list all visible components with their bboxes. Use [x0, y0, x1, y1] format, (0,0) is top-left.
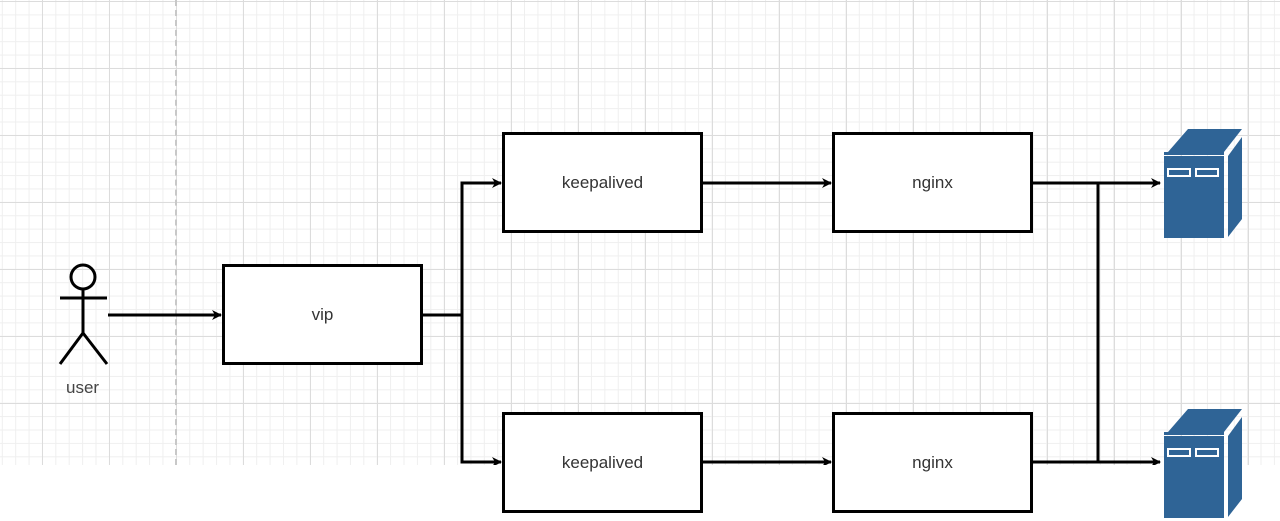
connectors — [108, 178, 1161, 465]
node-keepalived-2[interactable]: keepalived — [502, 412, 703, 513]
server-icon[interactable] — [1162, 125, 1244, 241]
node-label: vip — [311, 304, 334, 324]
node-nginx-1[interactable]: nginx — [832, 132, 1033, 233]
node-label: nginx — [912, 452, 953, 472]
node-label: keepalived — [561, 172, 644, 192]
page-break-line — [175, 0, 177, 465]
node-nginx-2[interactable]: nginx — [832, 412, 1033, 513]
user-actor-icon[interactable] — [55, 262, 115, 367]
node-vip[interactable]: vip — [222, 264, 423, 365]
node-label: nginx — [912, 172, 953, 192]
node-keepalived-1[interactable]: keepalived — [502, 132, 703, 233]
server-icon[interactable] — [1162, 405, 1244, 521]
user-label: user — [66, 378, 100, 397]
node-label: keepalived — [561, 452, 644, 472]
edge-vip-keepalived-1[interactable] — [422, 178, 502, 317]
edge-vip-keepalived-2[interactable] — [460, 315, 502, 465]
